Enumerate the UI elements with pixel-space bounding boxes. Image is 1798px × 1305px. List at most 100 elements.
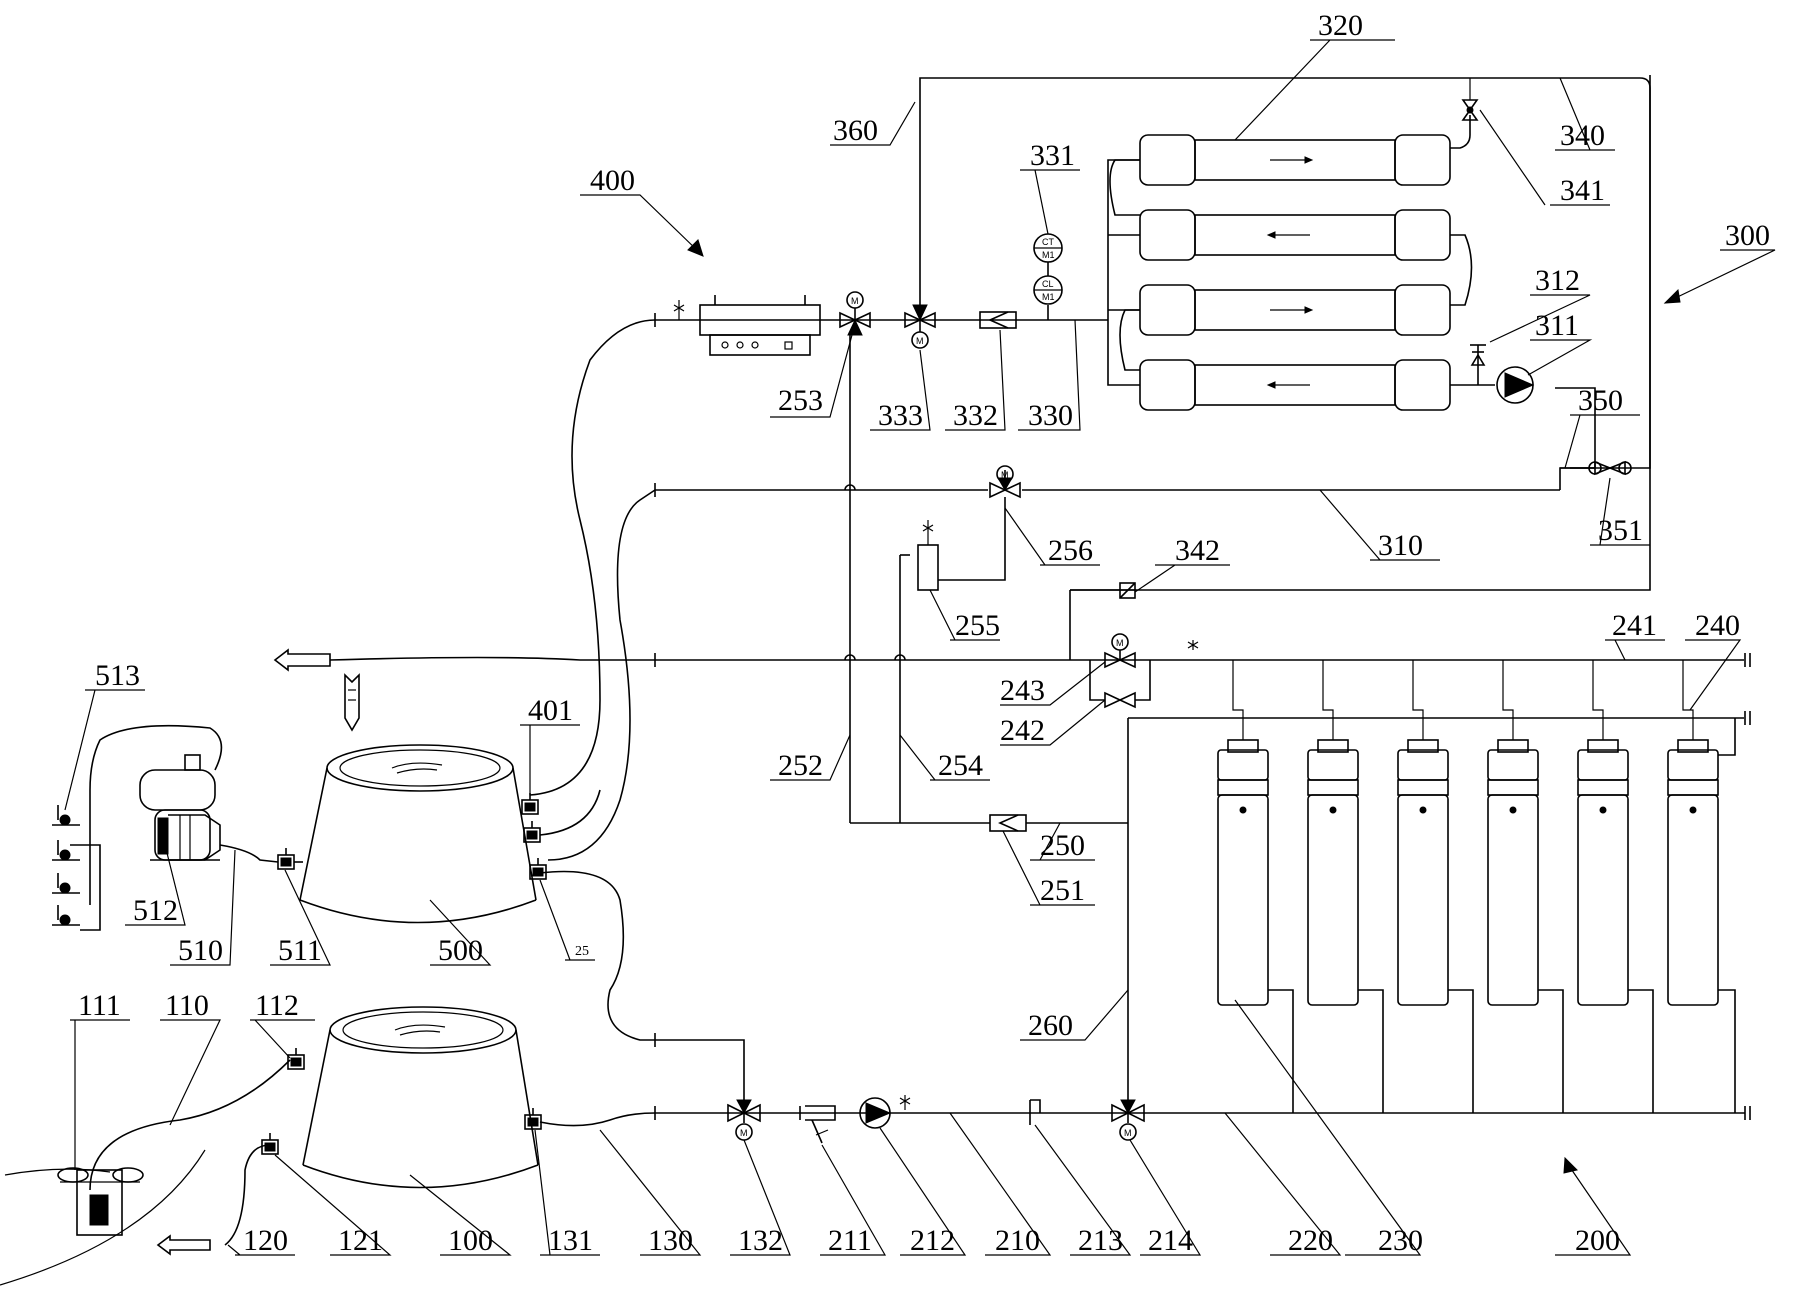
- label-130: 130: [648, 1224, 693, 1257]
- manifold-241: [650, 640, 1751, 718]
- pump-311: [1496, 366, 1535, 404]
- label-512: 512: [133, 894, 178, 927]
- valve-351: [1588, 460, 1632, 476]
- label-511: 511: [278, 934, 322, 967]
- label-341: 341: [1560, 174, 1605, 207]
- label-211: 211: [828, 1224, 872, 1257]
- inflow-arrow-icon: [344, 673, 360, 732]
- label-131: 131: [548, 1224, 593, 1257]
- label-351: 351: [1598, 514, 1643, 547]
- valve-500-low: [529, 858, 547, 880]
- tap-group-513: [52, 805, 80, 926]
- label-342: 342: [1175, 534, 1220, 567]
- motor-valve-243: M: [1104, 633, 1136, 669]
- line-330: [654, 300, 1078, 327]
- label-311: 311: [1535, 309, 1579, 342]
- label-255: 255: [955, 609, 1000, 642]
- label-212: 212: [910, 1224, 955, 1257]
- label-252: 252: [778, 749, 823, 782]
- check-valve-213: [1029, 1099, 1041, 1125]
- membrane-2: [1139, 209, 1451, 261]
- label-242: 242: [1000, 714, 1045, 747]
- pipe-25: [539, 870, 745, 1100]
- valve-500-mid: [523, 821, 541, 843]
- svg-text:M: M: [1116, 638, 1124, 648]
- filter-5: [1577, 718, 1629, 1006]
- label-110: 110: [165, 989, 209, 1022]
- tank-100: [302, 1006, 539, 1189]
- discharge-arrow-120-icon: [156, 1234, 211, 1256]
- filter-4: [1487, 718, 1539, 1006]
- label-112: 112: [255, 989, 299, 1022]
- pipe-110: [89, 1059, 291, 1191]
- filter-bank-230: [1217, 718, 1736, 1113]
- motor-valve-214: M: [1111, 1099, 1145, 1141]
- pipe-120: [224, 1144, 271, 1246]
- flowmeter-332: [979, 311, 1017, 329]
- filter-6: [1667, 718, 1719, 1006]
- label-260: 260: [1028, 1009, 1073, 1042]
- pipe-510: [219, 844, 279, 863]
- valve-121: [261, 1133, 279, 1155]
- filter-2: [1307, 718, 1359, 1006]
- ro-membrane-bank-320: [1078, 115, 1495, 411]
- labels: 320 340 341 360 331 300 400 312 311 350 …: [78, 9, 1770, 1257]
- label-241: 241: [1612, 609, 1657, 642]
- membrane-4: [1139, 359, 1451, 411]
- label-400: 400: [590, 164, 635, 197]
- label-111: 111: [78, 989, 121, 1022]
- well-pump-111: [0, 1149, 206, 1286]
- label-213: 213: [1078, 1224, 1123, 1257]
- label-243: 243: [1000, 674, 1045, 707]
- motor-valve-333: M: [904, 304, 936, 349]
- svg-text:CT: CT: [1042, 237, 1054, 247]
- motor-valve-253: M: [839, 291, 871, 336]
- valve-401: [521, 793, 539, 815]
- outflow-arrow-icon: [273, 648, 331, 672]
- label-230: 230: [1378, 1224, 1423, 1257]
- uv-unit-400: [699, 295, 821, 356]
- instrument-331: CL M1 CT M1: [1033, 233, 1063, 320]
- line-250: [849, 335, 1128, 832]
- tank-500: [299, 744, 537, 924]
- label-132: 132: [738, 1224, 783, 1257]
- svg-text:M: M: [1001, 470, 1009, 480]
- membrane-1: [1139, 134, 1451, 186]
- label-254: 254: [938, 749, 983, 782]
- label-401: 401: [528, 694, 573, 727]
- filter-1: [1217, 718, 1269, 1006]
- label-331: 331: [1030, 139, 1075, 172]
- label-513: 513: [95, 659, 140, 692]
- label-25: 25: [575, 944, 589, 959]
- label-240: 240: [1695, 609, 1740, 642]
- label-300: 300: [1725, 219, 1770, 252]
- valve-312: [1470, 344, 1486, 385]
- valve-131: [524, 1108, 542, 1130]
- main-line-bottom: [654, 1106, 1751, 1120]
- svg-text:M: M: [1124, 1128, 1132, 1138]
- label-250: 250: [1040, 829, 1085, 862]
- pump-212: [859, 1095, 911, 1129]
- line-310: [654, 75, 1651, 497]
- label-332: 332: [953, 399, 998, 432]
- filter-3: [1397, 718, 1449, 1006]
- motor-valve-256: M: [989, 465, 1021, 508]
- label-500: 500: [438, 934, 483, 967]
- strainer-211: [799, 1105, 836, 1144]
- leader-lines: [64, 39, 1776, 1256]
- label-251: 251: [1040, 874, 1085, 907]
- label-121: 121: [338, 1224, 383, 1257]
- valve-511: [277, 848, 303, 870]
- frame-360-340: [919, 77, 1651, 591]
- label-360: 360: [833, 114, 878, 147]
- label-253: 253: [778, 384, 823, 417]
- label-100: 100: [448, 1224, 493, 1257]
- label-120: 120: [243, 1224, 288, 1257]
- label-333: 333: [878, 399, 923, 432]
- label-200: 200: [1575, 1224, 1620, 1257]
- label-220: 220: [1288, 1224, 1333, 1257]
- pipe-130: [539, 1112, 656, 1127]
- svg-text:M: M: [916, 336, 924, 346]
- label-320: 320: [1318, 9, 1363, 42]
